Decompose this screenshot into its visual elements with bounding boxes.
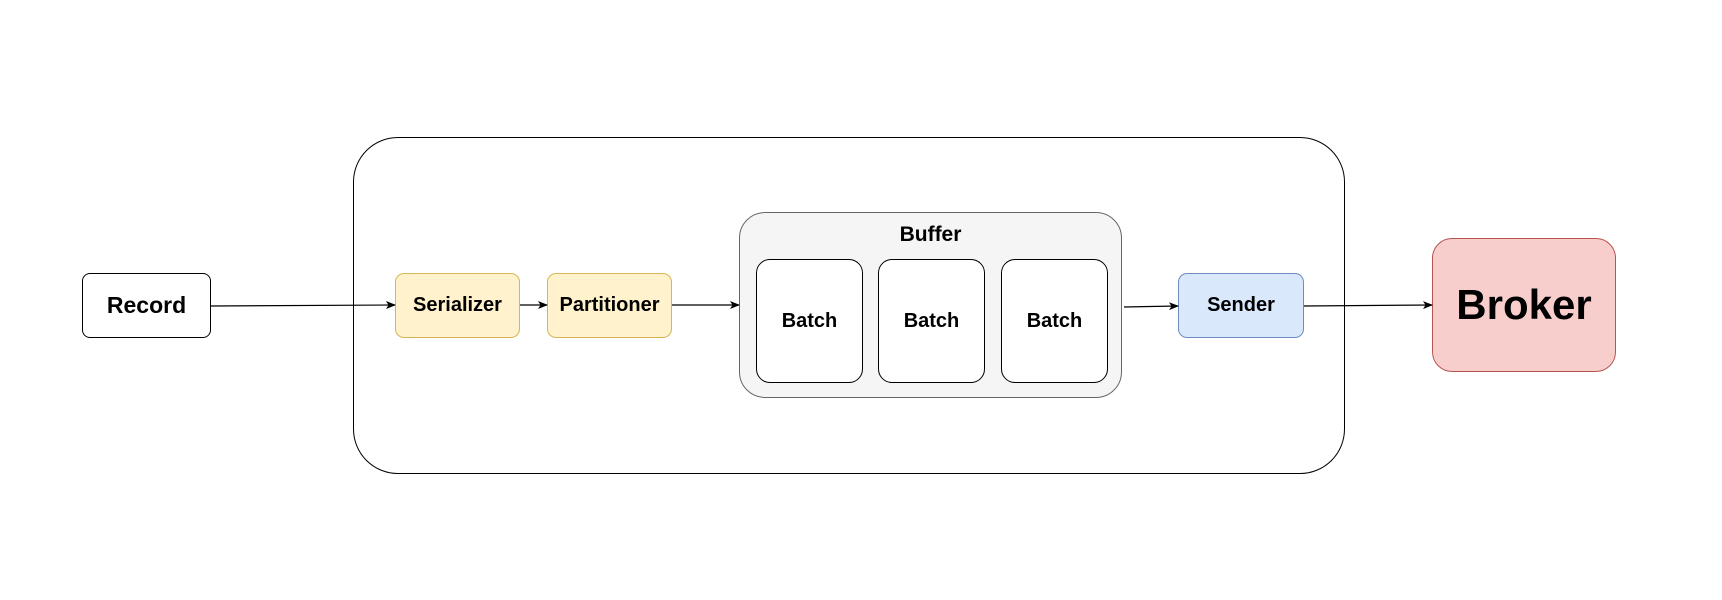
arrow-buffer-to-sender [1123,302,1179,311]
sender-node: Sender [1178,273,1304,338]
serializer-node: Serializer [395,273,520,338]
buffer-title: Buffer [899,223,962,246]
arrow-sender-to-broker [1303,301,1433,310]
record-node: Record [82,273,211,338]
batch-node: Batch [756,259,863,383]
arrow-record-to-serializer [210,301,396,310]
broker-node: Broker [1432,238,1616,372]
buffer-node: Buffer Batch Batch Batch [739,212,1122,398]
batch-node: Batch [1001,259,1108,383]
batch-node: Batch [878,259,985,383]
